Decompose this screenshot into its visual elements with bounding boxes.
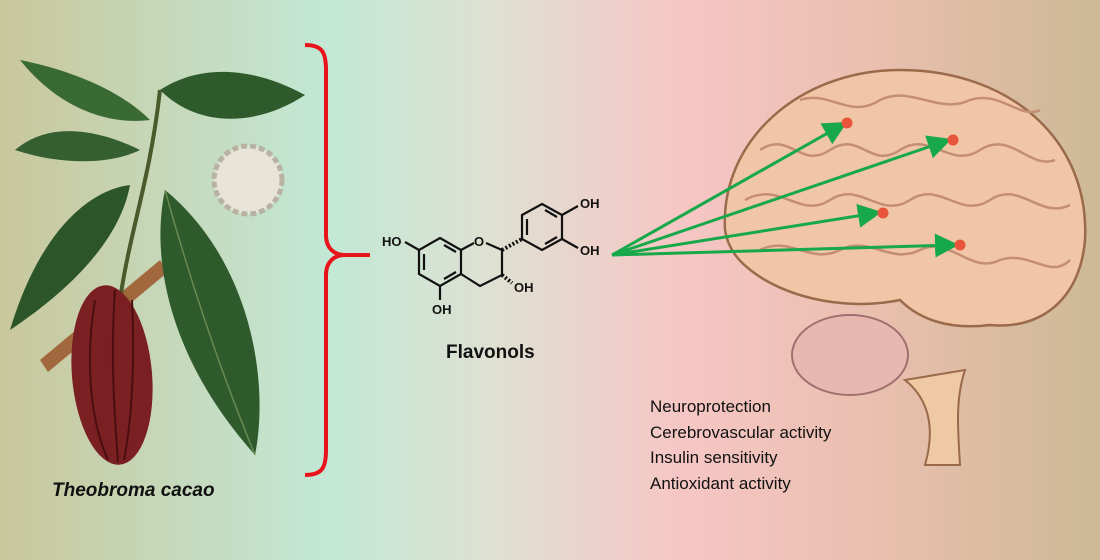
atom-oh: OH [432,302,452,317]
brain-stem [902,368,967,466]
effect-item: Insulin sensitivity [650,448,778,467]
leaf [20,60,150,121]
effects-list: Neuroprotection Cerebrovascular activity… [650,394,831,496]
atom-o: O [474,234,484,249]
target-dot [954,239,966,251]
cerebellum [791,314,909,396]
arrow [611,233,959,258]
effect-arrows [611,122,959,258]
leaf [160,190,260,455]
effect-item: Antioxidant activity [650,473,791,493]
effect-item: Neuroprotection [650,397,771,416]
target-dots [841,117,966,251]
compound-label: Flavonols [446,342,535,363]
leaf [15,131,140,162]
target-dot [947,134,959,146]
pod-cross-section [211,143,285,217]
arrow [611,203,882,257]
flavonol-molecule [404,202,579,300]
red-brace [304,43,370,477]
target-dot [841,117,853,129]
species-label: Theobroma cacao [52,480,215,501]
atom-oh: OH [580,243,600,258]
atom-oh: OH [580,196,600,211]
effect-item: Cerebrovascular activity [650,422,832,442]
cacao-plant-illustration [10,60,305,465]
brain-illustration [723,68,1087,466]
leaf [160,71,305,119]
target-dot [877,207,889,219]
arrow [611,135,952,257]
atom-ho: HO [382,234,402,249]
atom-oh: OH [514,280,534,295]
arrow [611,122,848,257]
leaf [10,185,130,330]
